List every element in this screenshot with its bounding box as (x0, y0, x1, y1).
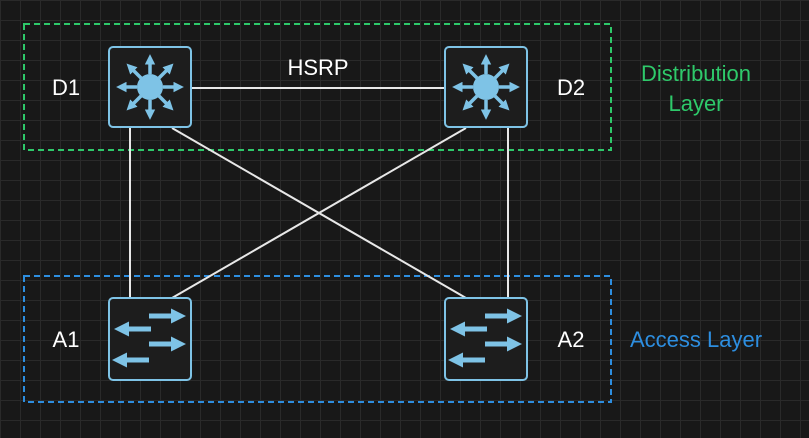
device-label-a1: A1 (53, 327, 80, 352)
multilayer-switch-icon (116, 54, 184, 120)
links (129, 87, 509, 299)
device-label-d2: D2 (557, 75, 585, 100)
distribution-layer-zone (23, 23, 612, 151)
multilayer-switch-icon (452, 54, 520, 120)
distribution-layer-label-line1: Distribution (641, 61, 751, 86)
device-label-a2: A2 (558, 327, 585, 352)
device-a2[interactable] (444, 297, 528, 381)
link-d2-a1 (171, 127, 467, 299)
device-label-d1: D1 (52, 75, 80, 100)
device-a1[interactable] (108, 297, 192, 381)
access-layer-zone (23, 275, 612, 403)
link-label-hsrp: HSRP (287, 55, 348, 80)
device-d2[interactable] (444, 46, 528, 128)
layer2-switch-icon (112, 308, 186, 368)
device-d1[interactable] (108, 46, 192, 128)
access-layer-label: Access Layer (630, 327, 762, 352)
layer2-switch-icon (448, 308, 522, 368)
distribution-layer-label-line2: Layer (668, 91, 723, 116)
